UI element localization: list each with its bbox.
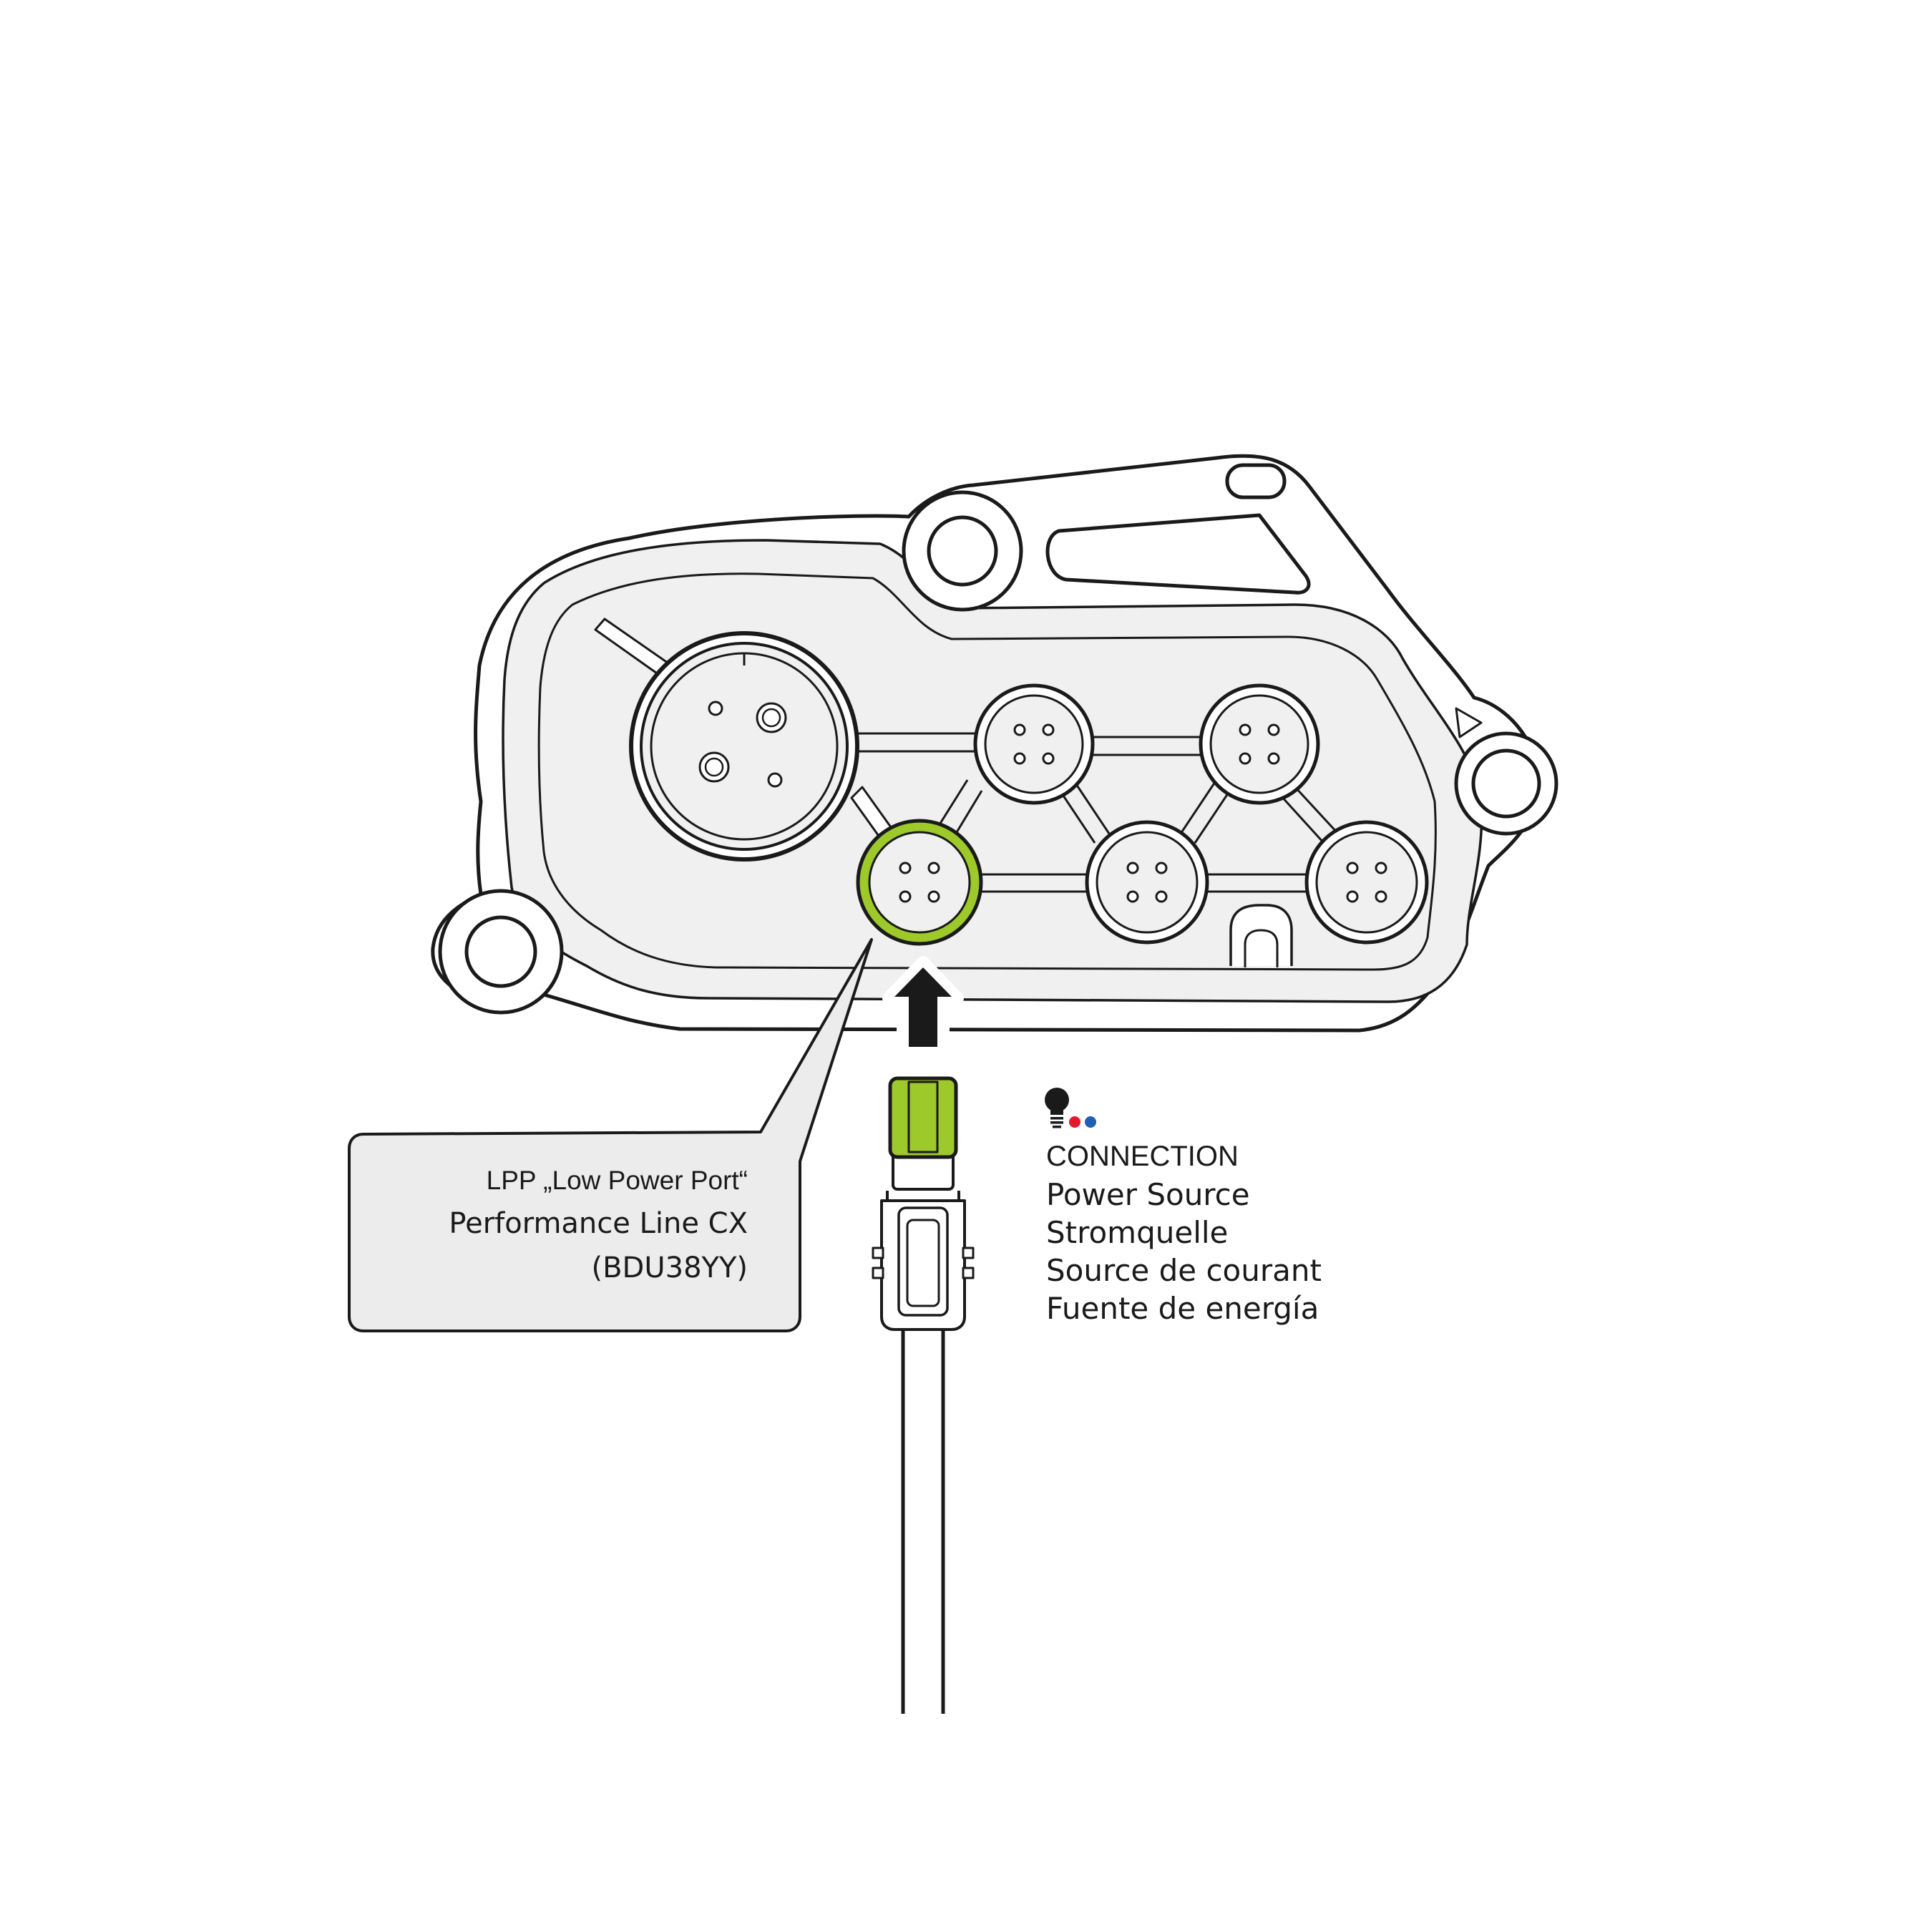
- lpp-connector-highlighted: [856, 819, 983, 946]
- four-pin-connector-bottom-2: [1085, 820, 1209, 945]
- translation-fr: Source de courant: [1046, 1253, 1322, 1288]
- connection-legend: CONNECTION Power Source Stromquelle Sour…: [1046, 1138, 1322, 1327]
- main-power-connector: [629, 631, 859, 862]
- red-dot-icon: [1069, 1116, 1080, 1128]
- info-icon-group: [1045, 1088, 1096, 1128]
- connection-heading: CONNECTION: [1046, 1141, 1239, 1172]
- four-pin-connector-top-1: [973, 683, 1095, 805]
- four-pin-connector-top-2: [1199, 683, 1320, 805]
- slot-tab: [1225, 463, 1287, 499]
- blue-dot-icon: [1085, 1116, 1096, 1128]
- bottom-tab-inner: [1244, 929, 1279, 967]
- arrow-up-icon: [894, 967, 952, 1047]
- four-pin-connector-bottom-3: [1304, 820, 1429, 945]
- bottom-tab: [1229, 904, 1293, 966]
- callout-product-line: Performance Line CX: [449, 1207, 748, 1240]
- callout-model-code: (BDU38YY): [591, 1252, 748, 1284]
- lightbulb-icon: [1045, 1088, 1069, 1128]
- translation-en: Power Source: [1046, 1177, 1250, 1212]
- connector-web: [855, 732, 1340, 893]
- callout-box: [348, 938, 873, 1332]
- lpp-callout: [348, 938, 873, 1332]
- cable-plug: [872, 1076, 975, 1714]
- right-notch: [1455, 707, 1483, 738]
- callout-text: LPP „Low Power Port“ Performance Line CX…: [358, 1159, 748, 1291]
- insert-arrow: [882, 956, 964, 1055]
- translation-es: Fuente de energía: [1046, 1291, 1319, 1326]
- cable-slot: [1045, 513, 1311, 595]
- translation-de: Stromquelle: [1046, 1215, 1229, 1250]
- mount-hole-top: [927, 515, 998, 587]
- callout-port-name: LPP „Low Power Port“: [486, 1166, 748, 1195]
- mount-hole-left: [464, 915, 537, 988]
- mount-hole-right: [1471, 748, 1541, 819]
